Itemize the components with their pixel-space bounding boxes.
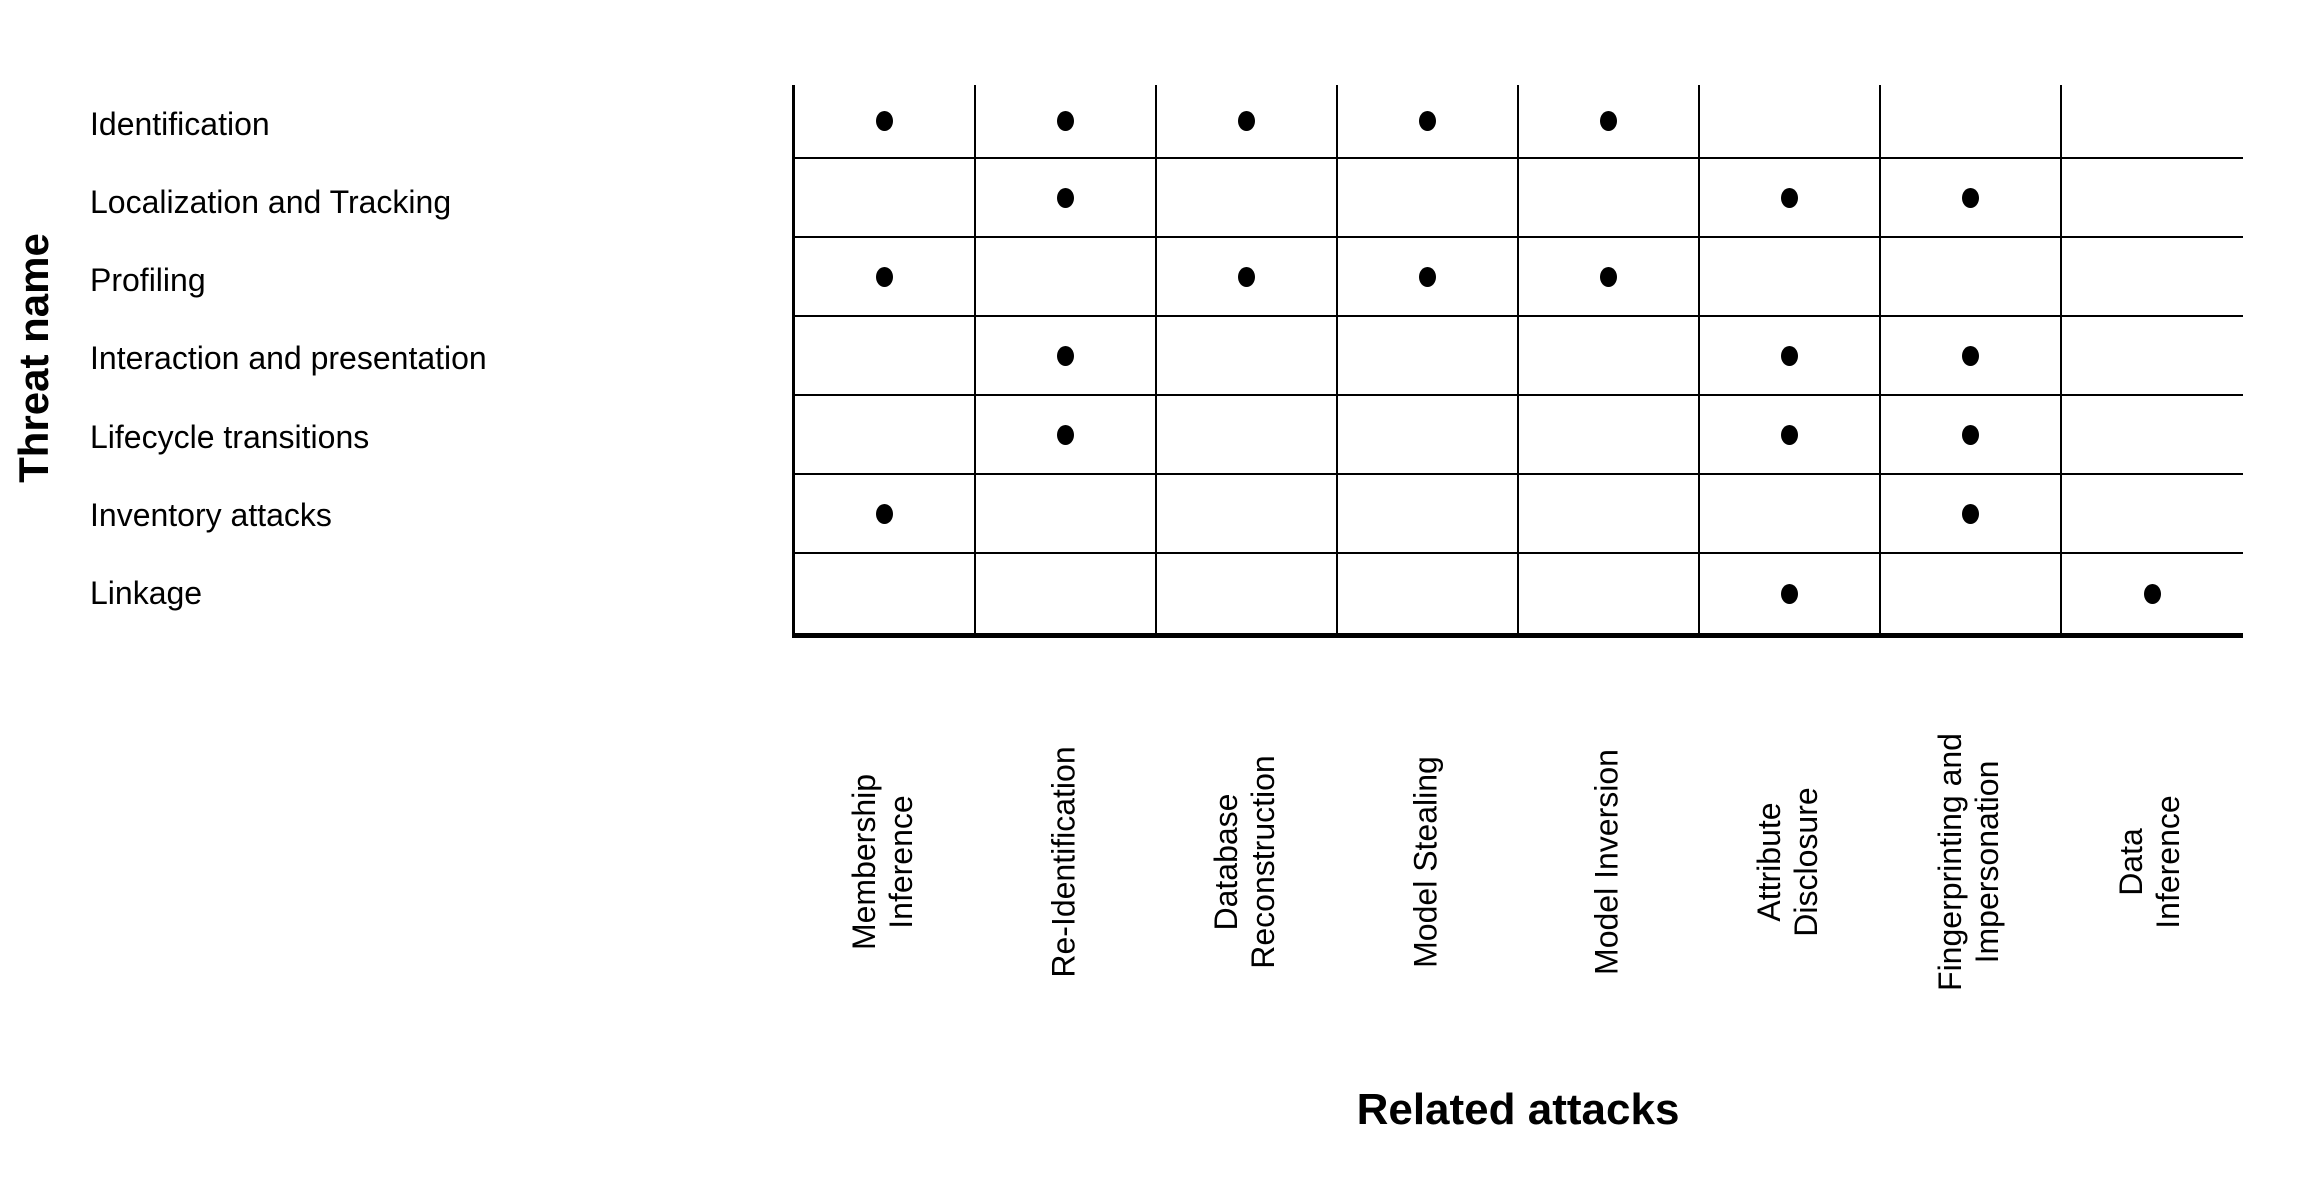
relation-dot: [1962, 187, 1979, 208]
matrix-grid: [792, 85, 2243, 638]
col-label: Attribute Disclosure: [1750, 787, 1824, 937]
matrix-cell: [2062, 159, 2243, 238]
relation-dot: [1781, 583, 1798, 604]
matrix-cell: [2062, 554, 2243, 633]
col-label: Membership Inference: [845, 773, 919, 951]
relation-dot: [876, 111, 893, 131]
relation-dot: [1057, 187, 1074, 208]
relation-dot: [1057, 111, 1074, 131]
relation-dot: [1600, 266, 1617, 287]
relation-dot: [1419, 266, 1436, 287]
relation-dot: [1781, 424, 1798, 445]
matrix-cell: [795, 317, 976, 396]
relation-dot: [876, 266, 893, 287]
matrix-cell: [1700, 238, 1881, 317]
matrix-cell: [976, 475, 1157, 554]
matrix-cell: [795, 554, 976, 633]
matrix-cell: [1519, 475, 1700, 554]
relation-dot: [1057, 424, 1074, 445]
matrix-cell: [1519, 85, 1700, 159]
row-label: Linkage: [90, 575, 203, 612]
matrix-cell: [1519, 396, 1700, 475]
matrix-cell: [1157, 554, 1338, 633]
matrix-cell: [1519, 159, 1700, 238]
matrix-cell: [1700, 475, 1881, 554]
matrix-cell: [976, 317, 1157, 396]
matrix-cell: [1881, 554, 2062, 633]
row-label: Localization and Tracking: [90, 183, 452, 220]
matrix-cell: [1157, 317, 1338, 396]
matrix-cell: [976, 85, 1157, 159]
matrix-cell: [1881, 475, 2062, 554]
matrix-cell: [1338, 554, 1519, 633]
row-label: Lifecycle transitions: [90, 418, 370, 455]
matrix-cell: [976, 238, 1157, 317]
matrix-cell: [1881, 159, 2062, 238]
matrix-cell: [795, 475, 976, 554]
y-axis-title: Threat name: [10, 233, 57, 483]
matrix-cell: [2062, 317, 2243, 396]
matrix-cell: [1519, 238, 1700, 317]
matrix-cell: [1338, 396, 1519, 475]
matrix-cell: [1881, 85, 2062, 159]
matrix-cell: [795, 85, 976, 159]
relation-dot: [1238, 266, 1255, 287]
relation-dot: [1238, 111, 1255, 131]
matrix-cell: [976, 396, 1157, 475]
matrix-cell: [1700, 317, 1881, 396]
matrix-cell: [976, 159, 1157, 238]
matrix-cell: [1157, 159, 1338, 238]
relation-dot: [1057, 345, 1074, 366]
matrix-cell: [1700, 396, 1881, 475]
col-label: Re-Identification: [1045, 746, 1082, 978]
matrix-cell: [1519, 317, 1700, 396]
matrix-cell: [2062, 85, 2243, 159]
matrix-cell: [1157, 475, 1338, 554]
matrix-cell: [1881, 238, 2062, 317]
x-axis-title: Related attacks: [1356, 1085, 1680, 1134]
matrix-cell: [1338, 85, 1519, 159]
matrix-cell: [1338, 475, 1519, 554]
matrix-cell: [1338, 238, 1519, 317]
col-label: Data Inference: [2112, 795, 2186, 929]
matrix-cell: [795, 238, 976, 317]
matrix-cell: [1700, 554, 1881, 633]
col-label: Model Inversion: [1588, 749, 1625, 975]
relation-dot: [1781, 187, 1798, 208]
col-label: Database Reconstruction: [1207, 755, 1281, 969]
relation-dot: [2144, 583, 2161, 604]
relation-dot: [876, 503, 893, 524]
matrix-cell: [1881, 396, 2062, 475]
matrix-cell: [1338, 317, 1519, 396]
row-label: Identification: [90, 105, 270, 142]
matrix-cell: [2062, 396, 2243, 475]
relation-dot: [1600, 111, 1617, 131]
matrix-cell: [1700, 85, 1881, 159]
matrix-cell: [1157, 396, 1338, 475]
matrix-cell: [1700, 159, 1881, 238]
relation-dot: [1962, 503, 1979, 524]
matrix-cell: [976, 554, 1157, 633]
relation-dot: [1781, 345, 1798, 366]
matrix-cell: [1338, 159, 1519, 238]
matrix-cell: [795, 159, 976, 238]
relation-dot: [1419, 111, 1436, 131]
matrix-cell: [2062, 475, 2243, 554]
row-label: Inventory attacks: [90, 497, 332, 534]
matrix-cell: [2062, 238, 2243, 317]
relation-dot: [1962, 345, 1979, 366]
matrix-cell: [1881, 317, 2062, 396]
matrix-cell: [1157, 85, 1338, 159]
col-label: Model Stealing: [1407, 756, 1444, 968]
col-label: Fingerprinting and Impersonation: [1931, 733, 2005, 991]
matrix-cell: [795, 396, 976, 475]
matrix-cell: [1157, 238, 1338, 317]
row-label: Profiling: [90, 262, 206, 299]
matrix-cell: [1519, 554, 1700, 633]
row-label: Interaction and presentation: [90, 340, 487, 377]
relation-dot: [1962, 424, 1979, 445]
